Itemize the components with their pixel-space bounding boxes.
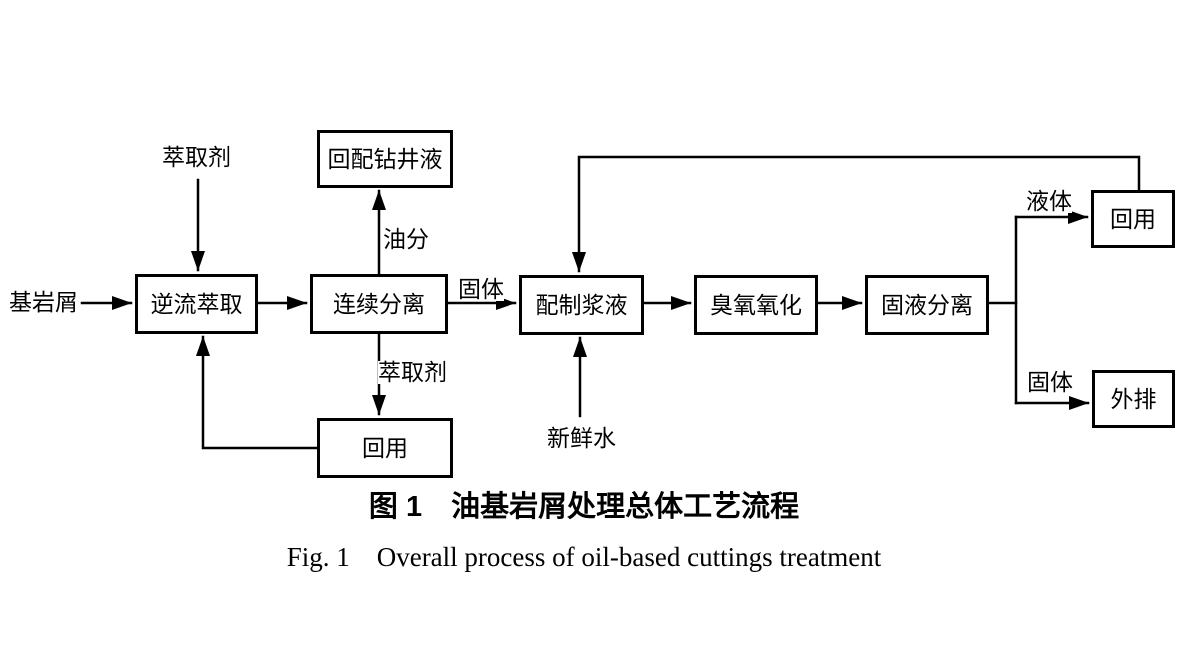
node-extractant-reuse: 回用 (317, 418, 453, 478)
figure-caption-zh: 图 1 油基岩屑处理总体工艺流程 (368, 491, 800, 523)
node-countercurrent-extraction: 逆流萃取 (135, 274, 258, 334)
figure-caption-en: Fig. 1 Overall process of oil-based cutt… (286, 542, 882, 572)
edge-reuse-feedback-top (571, 155, 1141, 273)
label-fresh-water-in: 新鲜水 (547, 426, 616, 451)
node-liquid-reuse: 回用 (1091, 190, 1175, 248)
label-base-cuttings-in: 基岩屑 (9, 290, 78, 315)
edge-reuse-feedback-left (196, 335, 319, 450)
label-extractant-recycle: 萃取剂 (378, 360, 447, 385)
node-solid-discharge: 外排 (1092, 370, 1175, 428)
node-ozone-oxidation: 臭氧氧化 (694, 275, 818, 335)
label-solid-to-slurry: 固体 (458, 277, 504, 302)
label-oil-fraction: 油分 (383, 227, 429, 252)
label-liquid-out: 液体 (1026, 189, 1072, 214)
node-drilling-fluid-reblend: 回配钻井液 (317, 130, 453, 188)
node-slurry-preparation: 配制浆液 (519, 275, 644, 335)
label-extractant-in: 萃取剂 (162, 145, 231, 170)
node-solid-liquid-separation: 固液分离 (865, 275, 989, 335)
label-solid-out: 固体 (1027, 370, 1073, 395)
node-continuous-separation: 连续分离 (310, 274, 448, 334)
